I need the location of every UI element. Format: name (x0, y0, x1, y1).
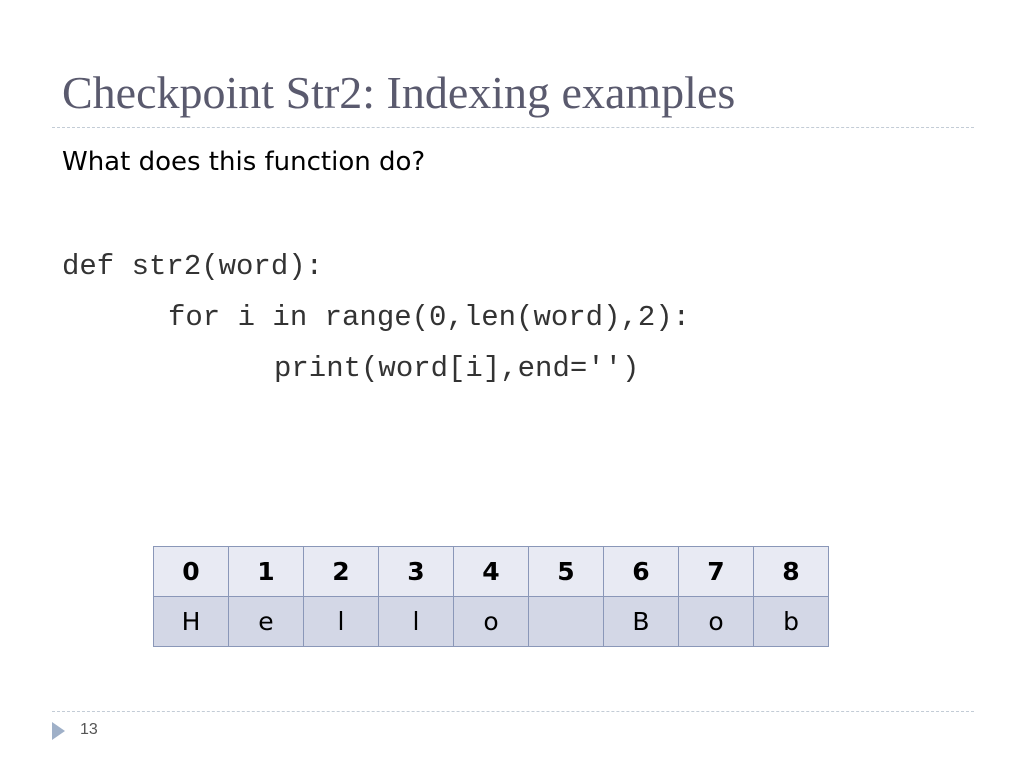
index-cell: 4 (453, 546, 529, 597)
character-cell: B (603, 596, 679, 647)
slide-title: Checkpoint Str2: Indexing examples (62, 67, 736, 118)
character-cell: l (378, 596, 454, 647)
index-cell: 6 (603, 546, 679, 597)
index-cell: 1 (228, 546, 304, 597)
character-cell: o (453, 596, 529, 647)
question-text: What does this function do? (62, 147, 426, 177)
index-cell: 7 (678, 546, 754, 597)
code-line: for i in range(0,len(word),2): (168, 301, 691, 334)
character-cell: e (228, 596, 304, 647)
index-row: 0 1 2 3 4 5 6 7 8 (153, 546, 829, 597)
title-divider (52, 127, 974, 128)
triangle-bullet-icon (52, 722, 65, 740)
index-cell: 0 (153, 546, 229, 597)
character-cell: o (678, 596, 754, 647)
character-cell: H (153, 596, 229, 647)
string-index-table: 0 1 2 3 4 5 6 7 8 H e l l o B o b (153, 546, 829, 647)
code-line: def str2(word): (62, 250, 324, 283)
index-cell: 3 (378, 546, 454, 597)
code-line: print(word[i],end='') (274, 352, 640, 385)
character-cell: l (303, 596, 379, 647)
character-row: H e l l o B o b (153, 596, 829, 647)
index-cell: 2 (303, 546, 379, 597)
index-cell: 5 (528, 546, 604, 597)
footer-divider (52, 711, 974, 712)
page-number: 13 (80, 721, 98, 738)
character-cell: b (753, 596, 829, 647)
index-cell: 8 (753, 546, 829, 597)
character-cell (528, 596, 604, 647)
